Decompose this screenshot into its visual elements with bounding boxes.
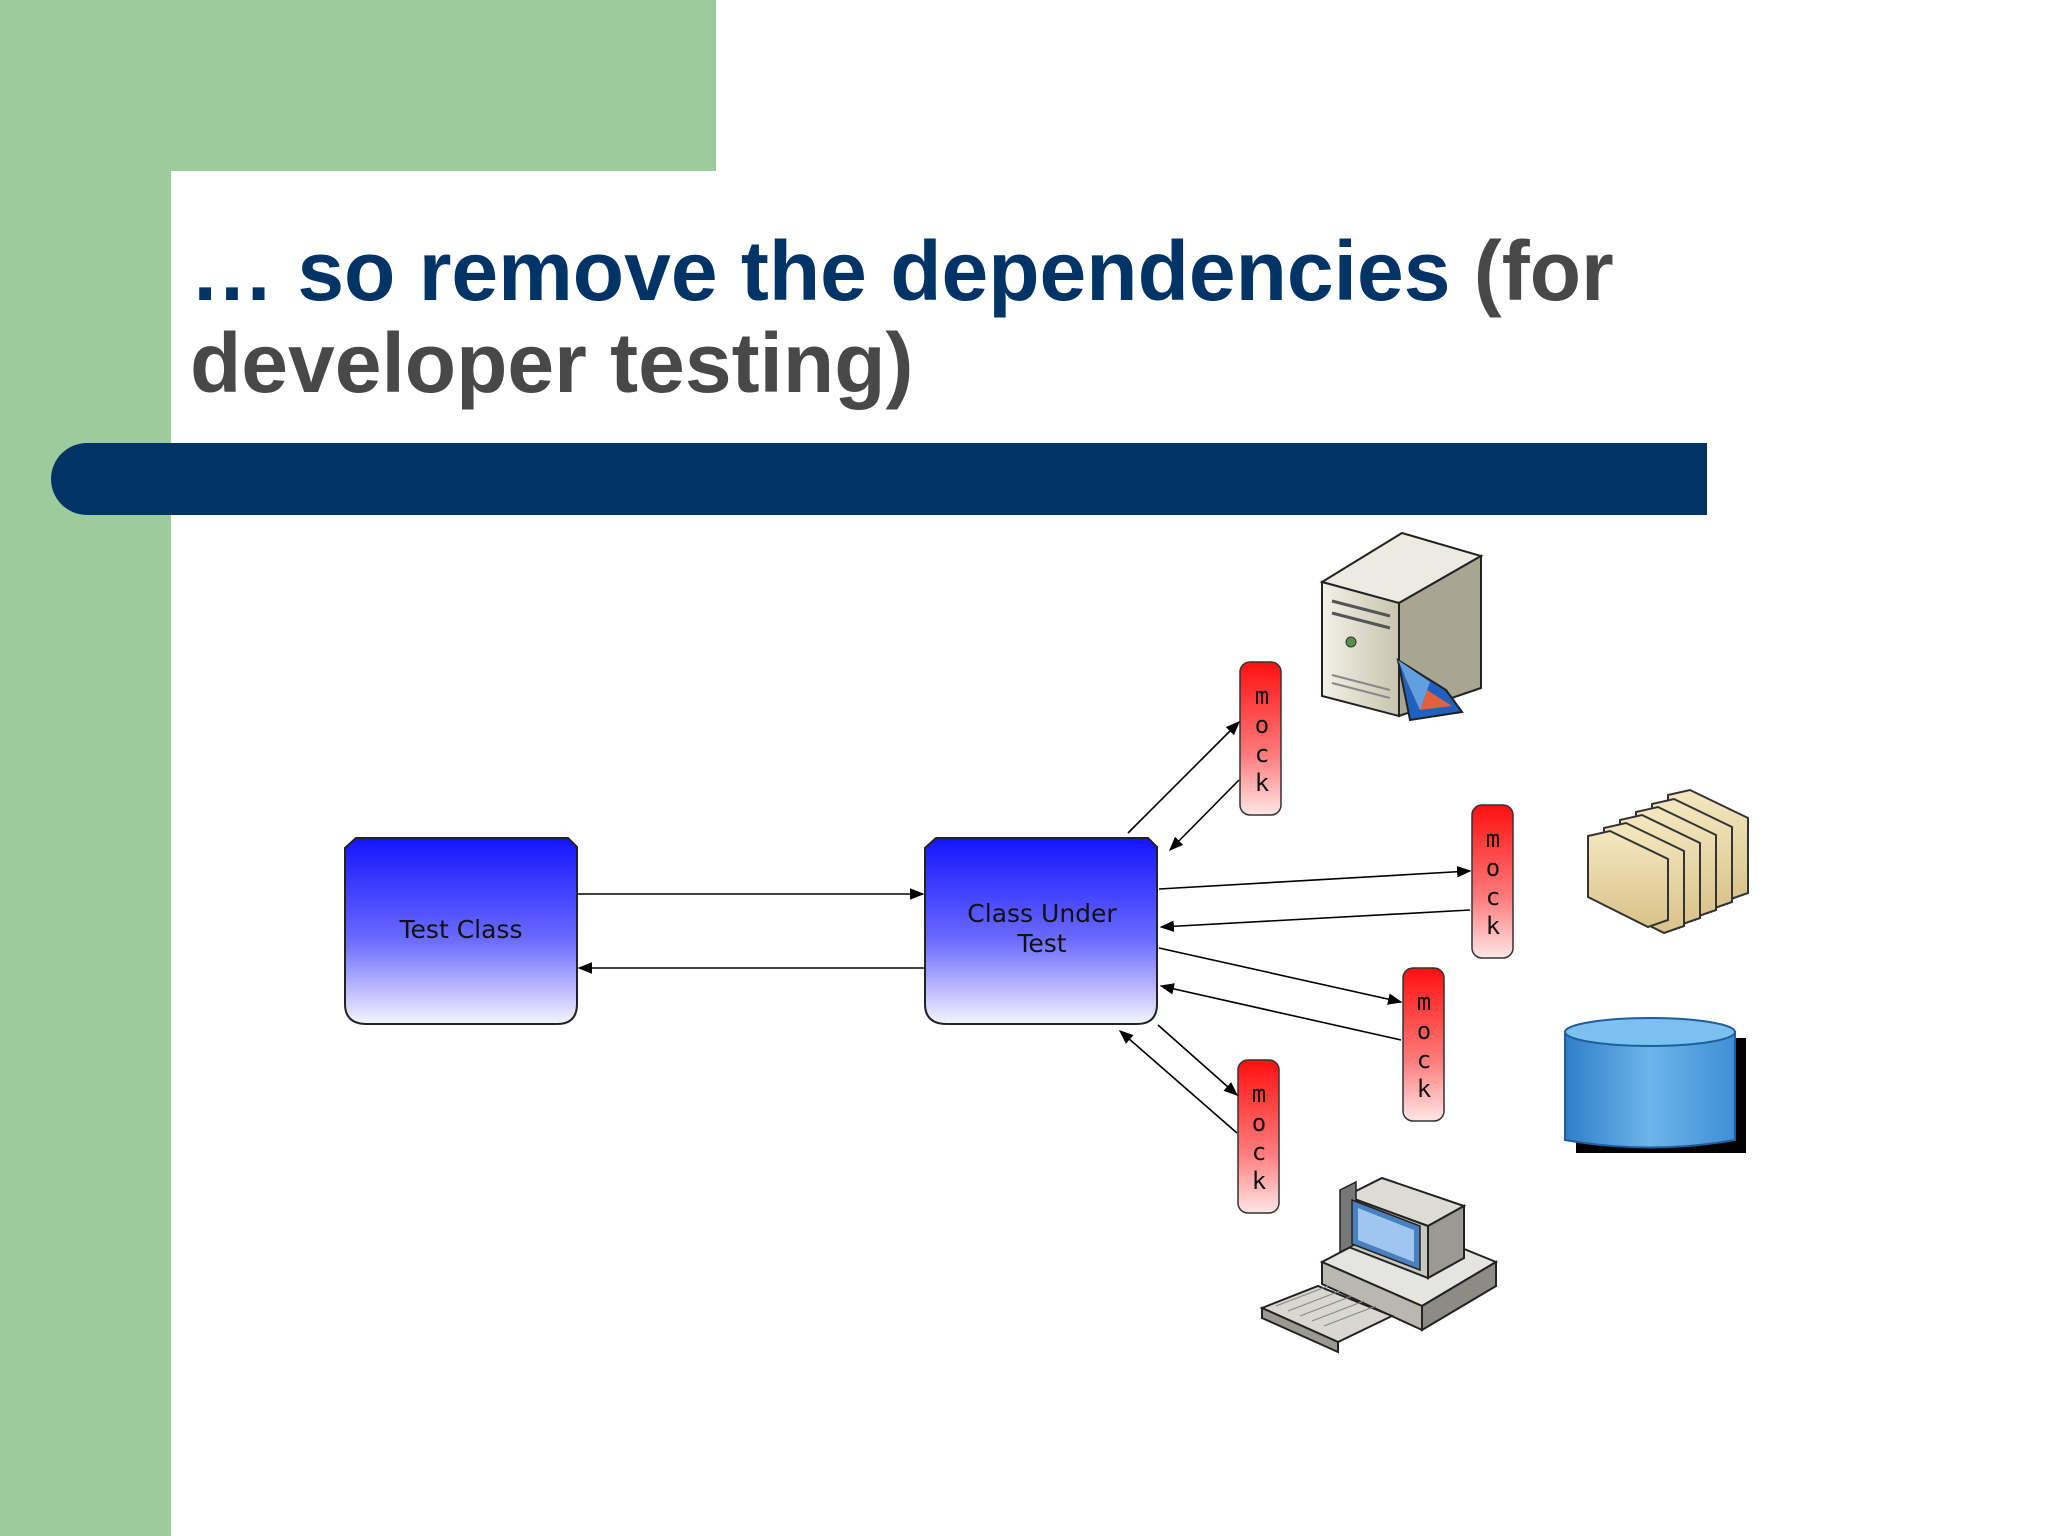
mock-computer-label-k: k xyxy=(1252,1167,1267,1195)
mock-server: m o c k xyxy=(1239,661,1282,816)
test-class-box: Test Class xyxy=(344,837,578,1025)
title-rest: (for developer testing) xyxy=(190,224,1614,410)
mock-database-label-k: k xyxy=(1417,1075,1432,1103)
class-under-test-label-line2: Test xyxy=(1016,929,1066,958)
arrow-mock-server-to-cut xyxy=(1168,779,1240,852)
mock-computer-label-c: c xyxy=(1252,1138,1266,1166)
title-emphasis: … so remove the dependencies xyxy=(190,224,1451,318)
mock-database-label-o: o xyxy=(1417,1017,1431,1045)
mock-files-label-o: o xyxy=(1486,854,1500,882)
arrow-mock-files-to-cut xyxy=(1159,909,1471,933)
mock-server-label-m: m xyxy=(1255,682,1269,710)
arrow-cut-to-mock-files xyxy=(1158,865,1472,890)
arrow-mock-computer-to-cut xyxy=(1118,1030,1238,1134)
arrow-mock-database-to-cut xyxy=(1159,983,1402,1041)
mock-database: m o c k xyxy=(1402,967,1445,1122)
arrow-cut-to-mock-server xyxy=(1127,720,1241,834)
test-class-label: Test Class xyxy=(399,915,523,944)
mock-server-label-o: o xyxy=(1255,711,1269,739)
mock-database-label-m: m xyxy=(1417,988,1431,1016)
arrow-cut-to-mock-computer xyxy=(1157,1024,1239,1096)
mock-computer-label-o: o xyxy=(1252,1109,1266,1137)
class-under-test-label-line1: Class Under xyxy=(967,899,1117,928)
server-icon xyxy=(1319,531,1484,722)
mock-files-label-k: k xyxy=(1486,912,1501,940)
green-top-band xyxy=(0,0,716,171)
arrow-cut-to-mock-database xyxy=(1158,947,1403,1005)
mock-server-label-k: k xyxy=(1255,769,1270,797)
green-sidebar-band xyxy=(0,0,171,1536)
title-underline-bar xyxy=(51,443,1707,515)
database-icon xyxy=(1564,1017,1746,1153)
folders-icon xyxy=(1587,788,1749,935)
mock-database-label-c: c xyxy=(1417,1046,1431,1074)
mock-files-label-m: m xyxy=(1486,825,1500,853)
mock-computer-label-m: m xyxy=(1252,1080,1266,1108)
slide-title: … so remove the dependencies (for develo… xyxy=(190,225,1790,409)
mock-files-label-c: c xyxy=(1486,883,1500,911)
mock-files: m o c k xyxy=(1471,804,1514,959)
class-under-test-box: Class Under Test xyxy=(924,837,1158,1025)
mock-server-label-c: c xyxy=(1255,740,1269,768)
mock-computer: m o c k xyxy=(1237,1059,1280,1214)
desktop-computer-icon xyxy=(1259,1176,1499,1354)
